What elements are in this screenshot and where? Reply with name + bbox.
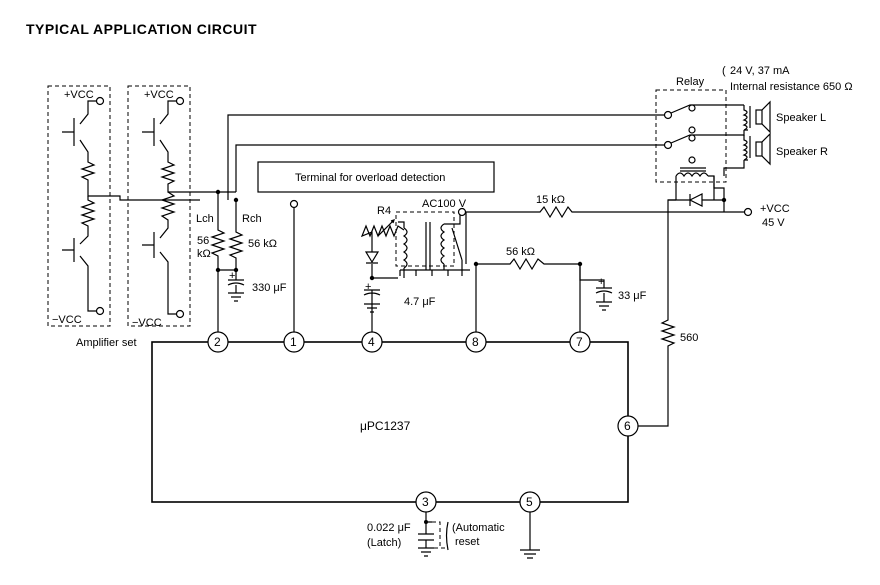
pin-6: 6 — [617, 415, 639, 437]
svg-text:4: 4 — [368, 335, 375, 349]
relay-label: Relay — [676, 76, 705, 88]
svg-text:7: 7 — [576, 335, 583, 349]
transformer — [395, 207, 470, 278]
speaker-left-label: Speaker L — [776, 112, 826, 124]
pin-3: 3 — [415, 491, 437, 513]
page-title: TYPICAL APPLICATION CIRCUIT — [26, 21, 257, 37]
c-330-value: 330 μF — [252, 282, 287, 294]
r-rch-value: 56 kΩ — [248, 238, 277, 250]
speaker-right-label: Speaker R — [776, 146, 828, 158]
pin-5-ground — [520, 512, 540, 559]
relay-box — [655, 89, 727, 183]
c-4-7-value: 4.7 μF — [404, 296, 436, 308]
amplifier-left-box — [47, 85, 111, 327]
relay-spec-1: 24 V, 37 mA — [730, 65, 790, 77]
pin-7: 7 — [569, 331, 591, 353]
amplifier-right: +VCC −VCC — [132, 89, 236, 329]
pin-5: 5 — [519, 491, 541, 513]
svg-text:+: + — [229, 270, 235, 282]
vcc-pos-terminal — [175, 96, 185, 106]
r4-label: R4 — [377, 205, 391, 217]
ac100-label: AC100 V — [422, 198, 467, 210]
amplifier-left: +VCC −VCC — [52, 89, 200, 326]
c-latch-label: (Latch) — [367, 537, 401, 549]
svg-text:(: ( — [722, 65, 726, 77]
relay — [655, 89, 744, 212]
chip-label: μPC1237 — [360, 419, 411, 433]
r-lch-value: 56 — [197, 235, 209, 247]
overload-terminal-point — [289, 199, 299, 209]
speaker-left: Speaker L — [742, 100, 826, 134]
c-33-value: 33 μF — [618, 290, 647, 302]
svg-text:2: 2 — [214, 335, 221, 349]
lch-label: Lch — [196, 213, 214, 225]
vcc-neg-terminal — [95, 306, 105, 316]
pin-2: 2 — [207, 331, 229, 353]
overload-terminal-label: Terminal for overload detection — [295, 172, 445, 184]
svg-text:1: 1 — [290, 335, 297, 349]
r-560-value: 560 — [680, 332, 698, 344]
pin-1: 1 — [283, 331, 305, 353]
vcc-neg-label: −VCC — [132, 317, 162, 329]
lch-output-wire — [227, 114, 664, 200]
auto-reset-label-1: (Automatic — [452, 522, 505, 534]
svg-text:3: 3 — [422, 495, 429, 509]
vcc-neg-label: −VCC — [52, 314, 82, 326]
amplifier-set: +VCC −VCC +VCC −VCC Amplifier set Lch Rc… — [47, 85, 262, 349]
svg-text:5: 5 — [526, 495, 533, 509]
vcc-pos-label: +VCC — [64, 89, 94, 101]
rch-label: Rch — [242, 213, 262, 225]
vcc-neg-terminal — [175, 309, 185, 319]
transformer-shield — [395, 211, 455, 267]
amplifier-right-box — [127, 85, 191, 327]
svg-text:+: + — [598, 276, 604, 288]
speaker-right: Speaker R — [742, 132, 828, 166]
c-latch-value: 0.022 μF — [367, 522, 411, 534]
vcc-pos-terminal — [95, 96, 105, 106]
r-15k-value: 15 kΩ — [536, 194, 565, 206]
vcc-pos-label: +VCC — [144, 89, 174, 101]
amplifier-caption: Amplifier set — [76, 337, 137, 349]
svg-text:+: + — [365, 281, 371, 293]
r-56k-value: 56 kΩ — [506, 246, 535, 258]
pin-8: 8 — [465, 331, 487, 353]
vcc-supply-label: +VCC — [760, 203, 790, 215]
overload-terminal-box — [257, 161, 495, 193]
rch-output-wire — [235, 144, 664, 192]
r-lch-unit: kΩ — [197, 248, 211, 260]
relay-spec-2: Internal resistance 650 Ω — [730, 81, 853, 93]
svg-text:6: 6 — [624, 419, 631, 433]
vcc-supply-voltage: 45 V — [762, 217, 785, 229]
pin-4: 4 — [361, 331, 383, 353]
vcc-45v-terminal — [743, 207, 753, 217]
auto-reset-label-2: reset — [455, 536, 479, 548]
svg-text:8: 8 — [472, 335, 479, 349]
